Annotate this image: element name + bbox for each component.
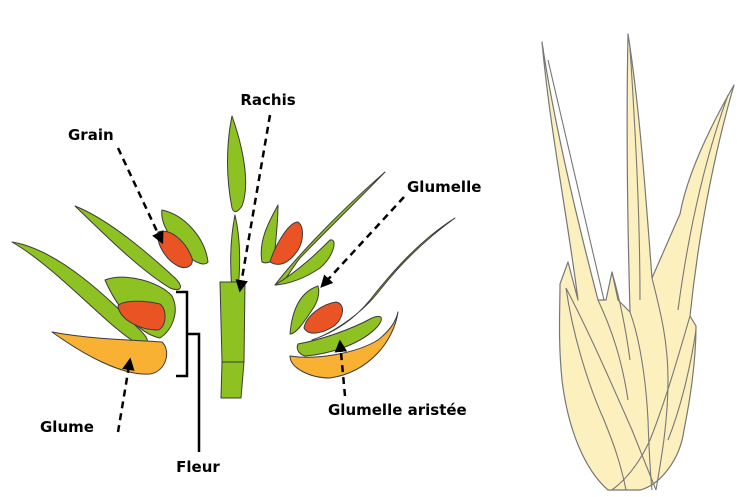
label-fleur: Fleur: [176, 458, 220, 476]
rachis-stem: [220, 282, 245, 398]
right-flower-group: [261, 172, 455, 378]
arrow-grain: [118, 148, 162, 242]
left-glume: [52, 332, 167, 374]
rachis-upper-segment: [231, 215, 240, 290]
label-glumelle-aristee: Glumelle aristée: [328, 401, 467, 419]
cream-spikelet-illustration: [542, 34, 734, 490]
label-grain: Grain: [68, 126, 114, 144]
rachis-group: [220, 116, 246, 398]
fleur-bracket: [176, 292, 199, 452]
label-rachis: Rachis: [240, 91, 295, 109]
left-flower-group: [12, 206, 208, 374]
arrow-rachis: [240, 115, 270, 290]
label-glumelle: Glumelle: [407, 178, 481, 196]
arrow-glumelle: [322, 197, 404, 286]
label-glume: Glume: [40, 418, 94, 436]
rachis-tip: [228, 116, 246, 212]
